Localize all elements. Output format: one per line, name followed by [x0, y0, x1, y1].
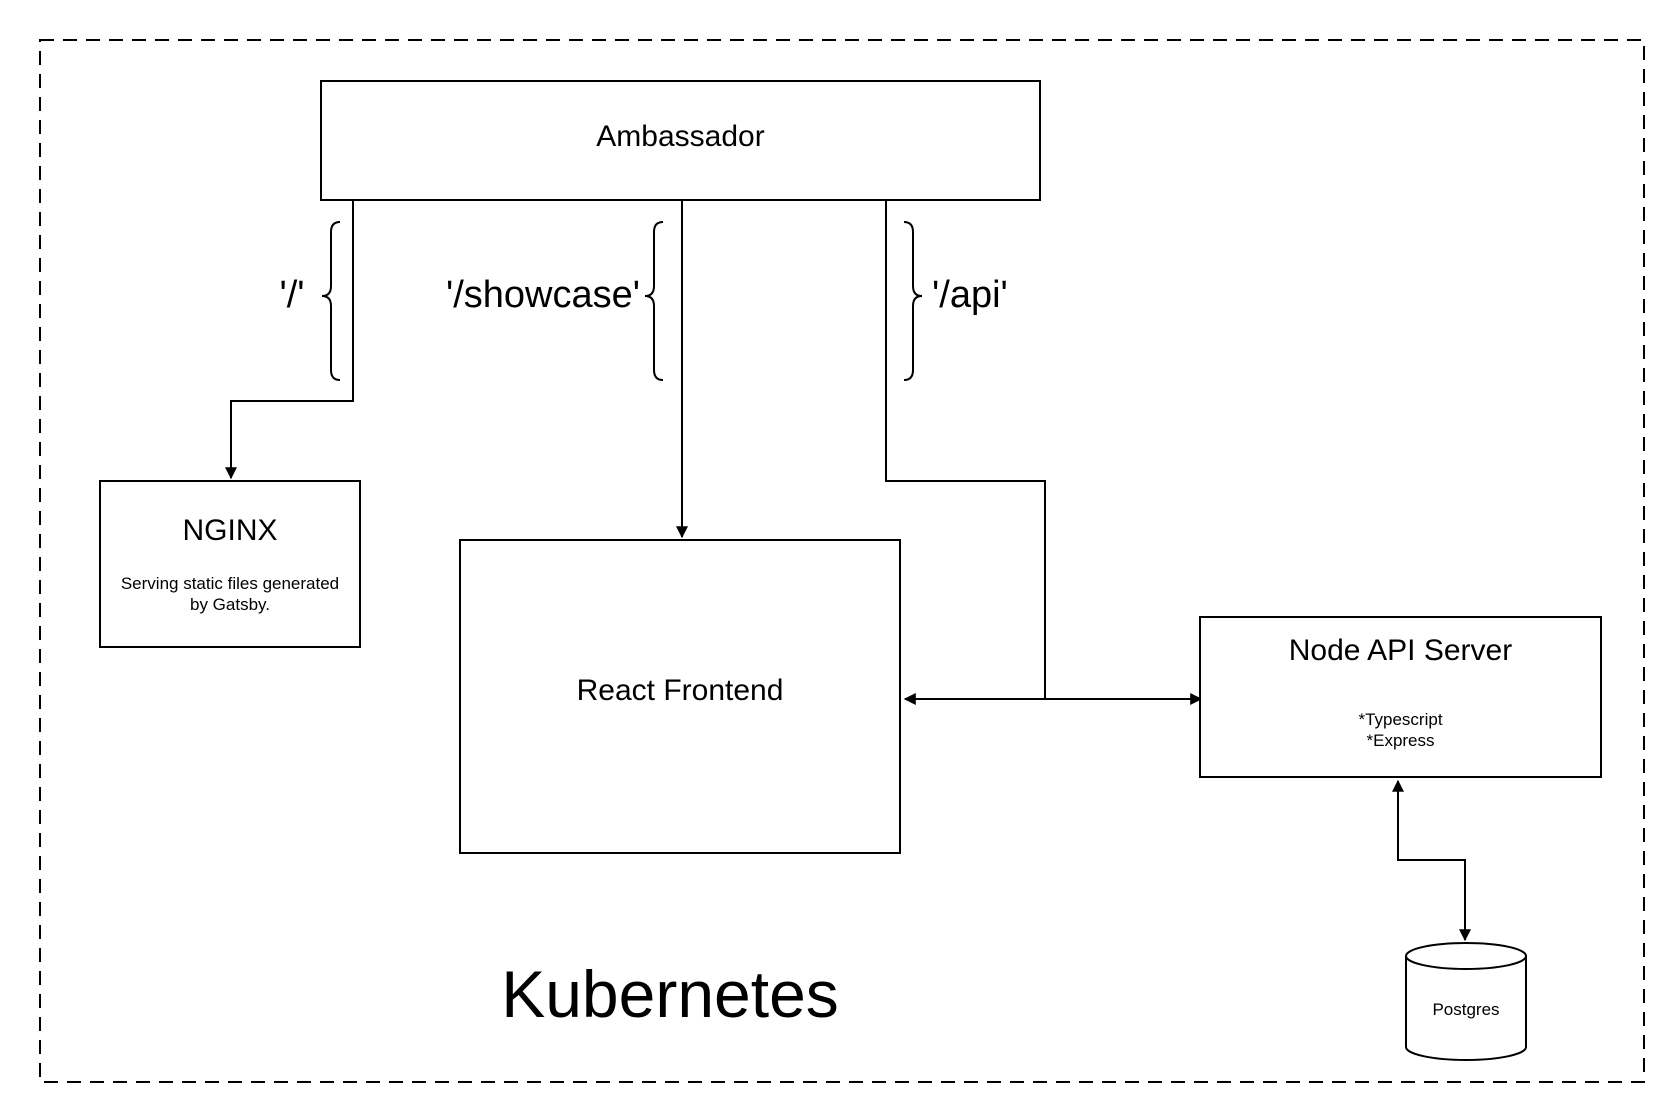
node-api-server-title: Node API Server	[1288, 634, 1513, 667]
ambassador-node: Ambassador	[320, 80, 1041, 201]
brace-api-route	[903, 221, 923, 381]
nginx-title: NGINX	[182, 514, 278, 547]
react-frontend-node: React Frontend	[459, 539, 901, 854]
postgres-label: Postgres	[1432, 1000, 1500, 1019]
brace-showcase-route	[644, 221, 664, 381]
edge-node-api-postgres	[1392, 779, 1471, 942]
route-label-root: '/'	[279, 274, 305, 316]
postgres-database-icon	[1405, 942, 1527, 1061]
edge-ambassador-nginx	[225, 201, 354, 480]
node-api-bullet-2: *Express	[1366, 731, 1435, 750]
brace-root-route	[321, 221, 341, 381]
route-label-showcase: '/showcase'	[445, 274, 640, 316]
nginx-description-line-1: Serving static files generated	[120, 574, 340, 593]
node-api-bullet-1: *Typescript	[1358, 710, 1443, 729]
nginx-description-line-2: by Gatsby.	[190, 595, 270, 614]
kubernetes-cluster-label: Kubernetes	[501, 957, 839, 1031]
edge-ambassador-api	[885, 201, 1046, 699]
react-frontend-title: React Frontend	[576, 674, 784, 707]
ambassador-title: Ambassador	[596, 120, 765, 153]
kubernetes-cluster-boundary	[39, 39, 1645, 1083]
route-label-api: '/api'	[932, 274, 1008, 316]
nginx-node: NGINX Serving static files generated by …	[99, 480, 361, 648]
node-api-server-node: Node API Server *Typescript *Express	[1199, 616, 1602, 778]
